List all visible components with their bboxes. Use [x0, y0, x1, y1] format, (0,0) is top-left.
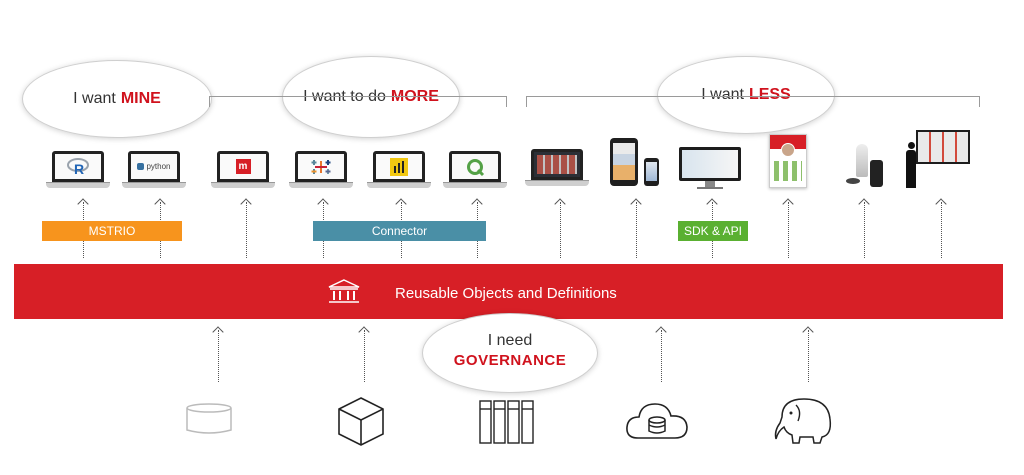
bubble-less-prefix: I want — [701, 86, 744, 103]
arrow-up-card — [788, 202, 789, 258]
hadoop-elephant-icon — [774, 398, 832, 444]
bracket-more — [209, 96, 507, 107]
powerbi-logo-icon — [390, 157, 408, 176]
tag-mstrio: MSTRIO — [42, 221, 182, 241]
tag-sdk-api-label: SDK & API — [683, 224, 743, 238]
database-icon — [186, 403, 232, 434]
svg-text:R: R — [74, 161, 84, 177]
reusable-objects-band — [14, 264, 1003, 319]
python-label: python — [146, 162, 171, 171]
dashboard-thumbnails-icon — [537, 155, 577, 174]
person-silhouette-icon — [906, 142, 916, 188]
mobile-card-icon — [769, 134, 807, 188]
desktop-monitor-icon — [679, 147, 741, 189]
bubble-mine-prefix: I want — [73, 90, 116, 107]
bubble-less-emphasis: LESS — [748, 86, 791, 103]
cloud-database-icon — [626, 403, 688, 439]
tablet-icon — [610, 138, 638, 186]
columns-icon — [479, 400, 534, 444]
governance-line1: I need — [487, 332, 533, 349]
r-logo-icon: R — [67, 157, 89, 177]
tag-mstrio-label: MSTRIO — [88, 224, 136, 238]
arrow-up-microstrategy — [246, 202, 247, 258]
tag-connector-label: Connector — [371, 224, 428, 238]
echo-speaker-icon — [870, 160, 883, 187]
bracket-less — [526, 96, 980, 107]
arrow-up-source-hadoop — [808, 330, 809, 382]
arrow-up-source-cloud — [661, 330, 662, 382]
tableau-logo-icon — [311, 159, 331, 174]
tag-sdk-api: SDK & API — [678, 221, 748, 241]
arrow-up-source-database — [218, 330, 219, 382]
arrow-up-speaker — [864, 202, 865, 258]
bubble-governance: I need GOVERNANCE — [422, 313, 598, 393]
cube-icon — [338, 397, 384, 446]
band-label: Reusable Objects and Definitions — [395, 285, 617, 302]
arrow-up-display — [941, 202, 942, 258]
wall-display-icon — [916, 130, 970, 164]
python-icon — [137, 163, 145, 170]
qlik-logo-icon — [467, 158, 485, 176]
governance-line2: GOVERNANCE — [453, 352, 567, 369]
bank-icon — [328, 279, 360, 303]
arrow-up-tablet — [636, 202, 637, 258]
bubble-mine-emphasis: MINE — [120, 90, 161, 107]
tag-connector: Connector — [313, 221, 486, 241]
arrow-up-source-cube — [364, 330, 365, 382]
arrow-up-dashboard — [560, 202, 561, 258]
phone-icon — [644, 158, 659, 186]
smart-speaker-icon — [856, 144, 868, 177]
microstrategy-logo-icon: m — [235, 159, 251, 174]
smart-speaker-dot-icon — [846, 178, 860, 184]
